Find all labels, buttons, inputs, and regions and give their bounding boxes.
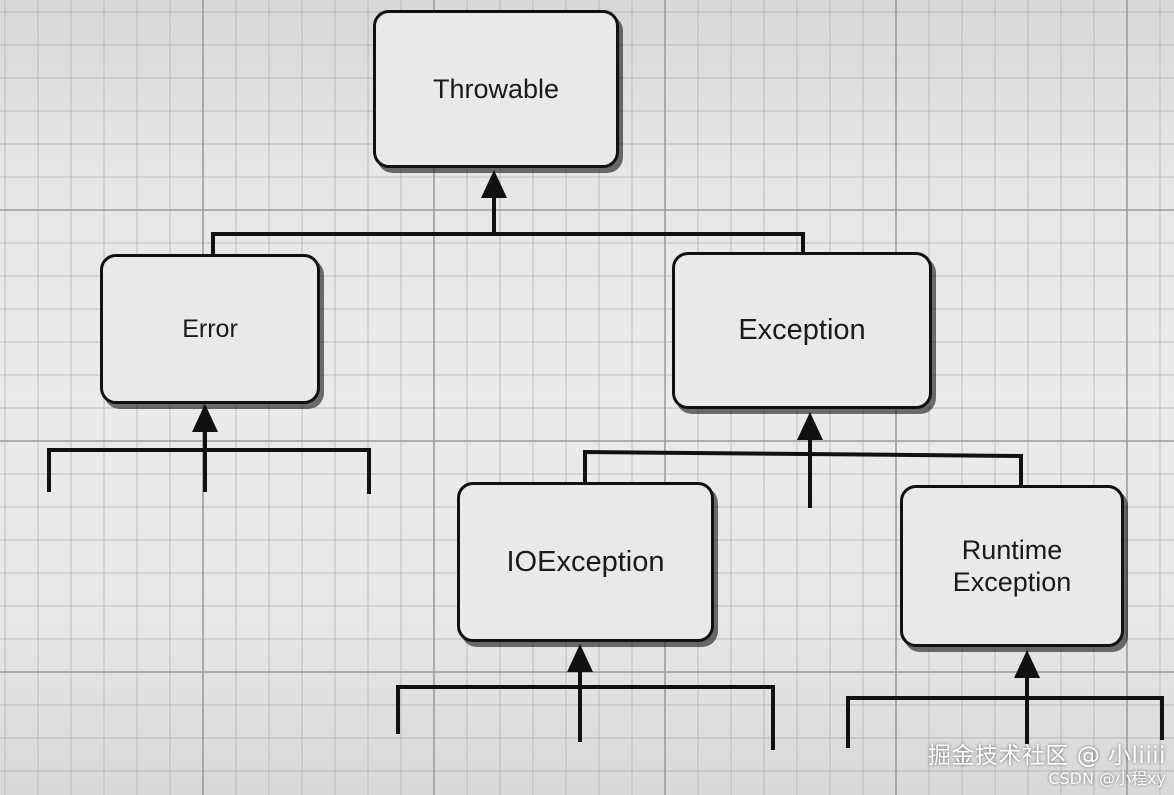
node-label-runtime-exception: Runtime Exception (952, 534, 1072, 597)
node-throwable: Throwable (373, 10, 619, 168)
node-label-ioexception: IOException (506, 545, 665, 578)
node-runtime-exception: Runtime Exception (900, 485, 1124, 647)
node-label-exception: Exception (738, 314, 866, 347)
bracket-throwable-children (211, 232, 805, 256)
node-label-error: Error (182, 315, 238, 343)
bracket-error-subclasses (47, 448, 371, 494)
arrow-to-error (192, 404, 218, 432)
node-error: Error (100, 254, 320, 404)
node-ioexception: IOException (457, 482, 714, 642)
arrow-to-ioexception (567, 644, 593, 672)
watermark: 掘金技术社区 @ 小liiii CSDN @小程xy (896, 743, 1166, 789)
arrow-to-exception (797, 412, 823, 440)
arrow-to-throwable (481, 170, 507, 198)
bracket-runtime-exception-subclasses (846, 696, 1164, 748)
node-label-throwable: Throwable (432, 73, 560, 104)
watermark-line-1: 掘金技术社区 @ 小liiii (927, 742, 1166, 769)
arrow-to-runtime-exception (1014, 650, 1040, 678)
bracket-exception-children (583, 449, 1023, 487)
bracket-ioexception-subclasses (396, 685, 775, 750)
watermark-line-2: CSDN @小程xy (1048, 769, 1166, 788)
node-exception: Exception (672, 252, 932, 409)
